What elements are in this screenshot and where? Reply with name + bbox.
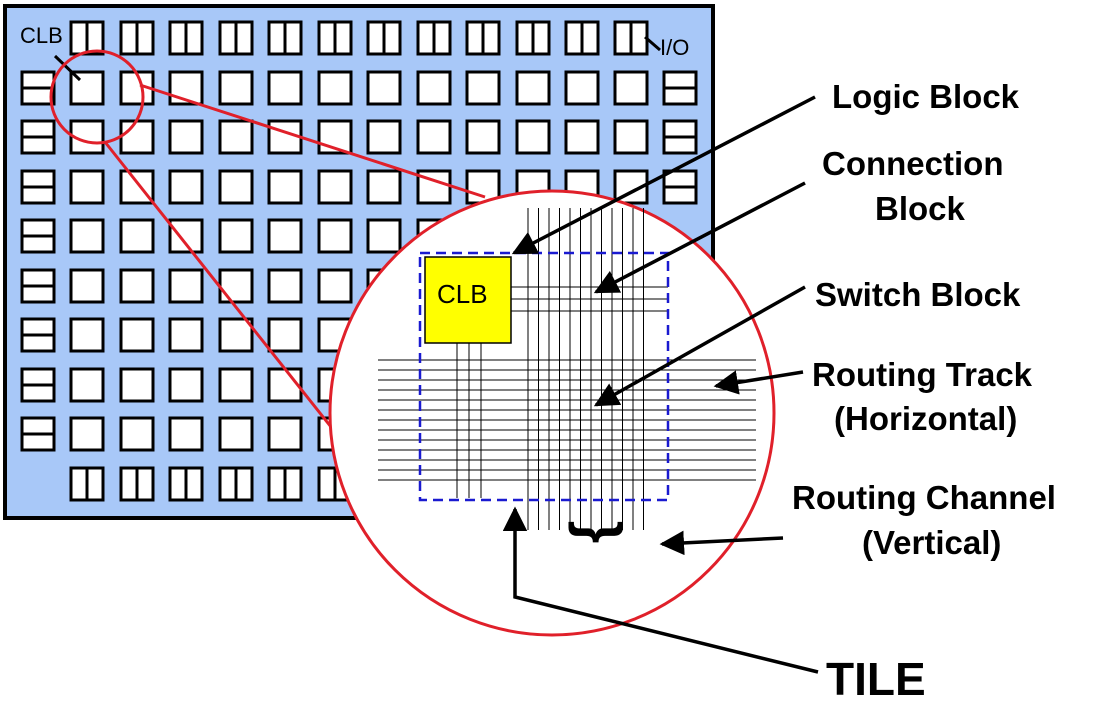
routing-channel-brace: { (559, 521, 624, 544)
clb-cell (515, 70, 551, 106)
clb-cell (69, 218, 105, 254)
clb-cell (119, 367, 155, 403)
clb-cell (267, 416, 303, 452)
chip-io-label: I/O (660, 35, 689, 60)
clb-cell (69, 169, 105, 205)
label-routing-channel-line1: Routing Channel (792, 479, 1056, 516)
clb-cell (168, 317, 204, 353)
magnifier-line-bottom (103, 141, 337, 433)
clb-cell (613, 70, 649, 106)
clb-cell (613, 169, 649, 205)
clb-cell (218, 169, 254, 205)
clb-cell (366, 70, 402, 106)
label-routing-track-line2: (Horizontal) (834, 400, 1017, 437)
clb-cell (218, 218, 254, 254)
clb-cell (515, 119, 551, 155)
clb-cell (416, 70, 452, 106)
zoom-circle (328, 189, 776, 637)
clb-cell (168, 367, 204, 403)
clb-cell (366, 119, 402, 155)
arrow-switch-block (593, 285, 806, 407)
arrow-tile (502, 506, 819, 674)
label-tile: TILE (826, 653, 926, 705)
clb-cell (119, 218, 155, 254)
clb-cell (218, 70, 254, 106)
clb-cell (267, 169, 303, 205)
arrow-connection-block (593, 181, 806, 294)
clb-cell (218, 416, 254, 452)
io-pointer-line (644, 35, 661, 52)
clb-cell (168, 169, 204, 205)
clb-cell (69, 268, 105, 304)
label-connection-block-line2: Block (875, 190, 966, 227)
clb-cell (69, 367, 105, 403)
clb-cell (218, 317, 254, 353)
label-connection-block-line1: Connection (822, 145, 1003, 182)
clb-cell (218, 119, 254, 155)
clb-cell (317, 218, 353, 254)
clb-cell (416, 119, 452, 155)
label-logic-block: Logic Block (832, 78, 1020, 115)
clb-cell (119, 119, 155, 155)
clb-cell (168, 119, 204, 155)
clb-cell (317, 169, 353, 205)
clb-cell (613, 119, 649, 155)
clb-pointer-line (53, 54, 82, 82)
clb-cell (218, 268, 254, 304)
clb-cell (119, 268, 155, 304)
clb-cell (168, 218, 204, 254)
label-routing-track-line1: Routing Track (812, 356, 1033, 393)
clb-cell (168, 416, 204, 452)
clb-cell (119, 416, 155, 452)
clb-cell (366, 218, 402, 254)
clb-cell (465, 70, 501, 106)
clb-cell (317, 70, 353, 106)
arrow-routing-channel (659, 530, 784, 556)
clb-cell (218, 367, 254, 403)
clb-cell (69, 416, 105, 452)
clb-cell (465, 119, 501, 155)
zoom-clb-block (424, 256, 512, 344)
clb-cell (366, 169, 402, 205)
arrow-logic-block (511, 95, 816, 255)
clb-cell (69, 317, 105, 353)
clb-cell (267, 70, 303, 106)
clb-cell (564, 119, 600, 155)
label-switch-block: Switch Block (815, 276, 1021, 313)
zoom-clb-label: CLB (437, 279, 488, 309)
magnifier-line-top (139, 83, 486, 199)
magnifier-small-circle (49, 49, 145, 145)
clb-cell (267, 218, 303, 254)
clb-cell (119, 317, 155, 353)
clb-cell (168, 268, 204, 304)
arrow-routing-track (713, 370, 804, 395)
clb-cell (267, 268, 303, 304)
clb-cell (267, 317, 303, 353)
tile-outline (418, 251, 670, 502)
routing-fabric (378, 208, 756, 530)
label-routing-channel-line2: (Vertical) (862, 524, 1001, 561)
annotation-arrows (502, 95, 819, 674)
clb-cell (317, 268, 353, 304)
chip-clb-label: CLB (20, 23, 63, 48)
clb-cell (564, 70, 600, 106)
